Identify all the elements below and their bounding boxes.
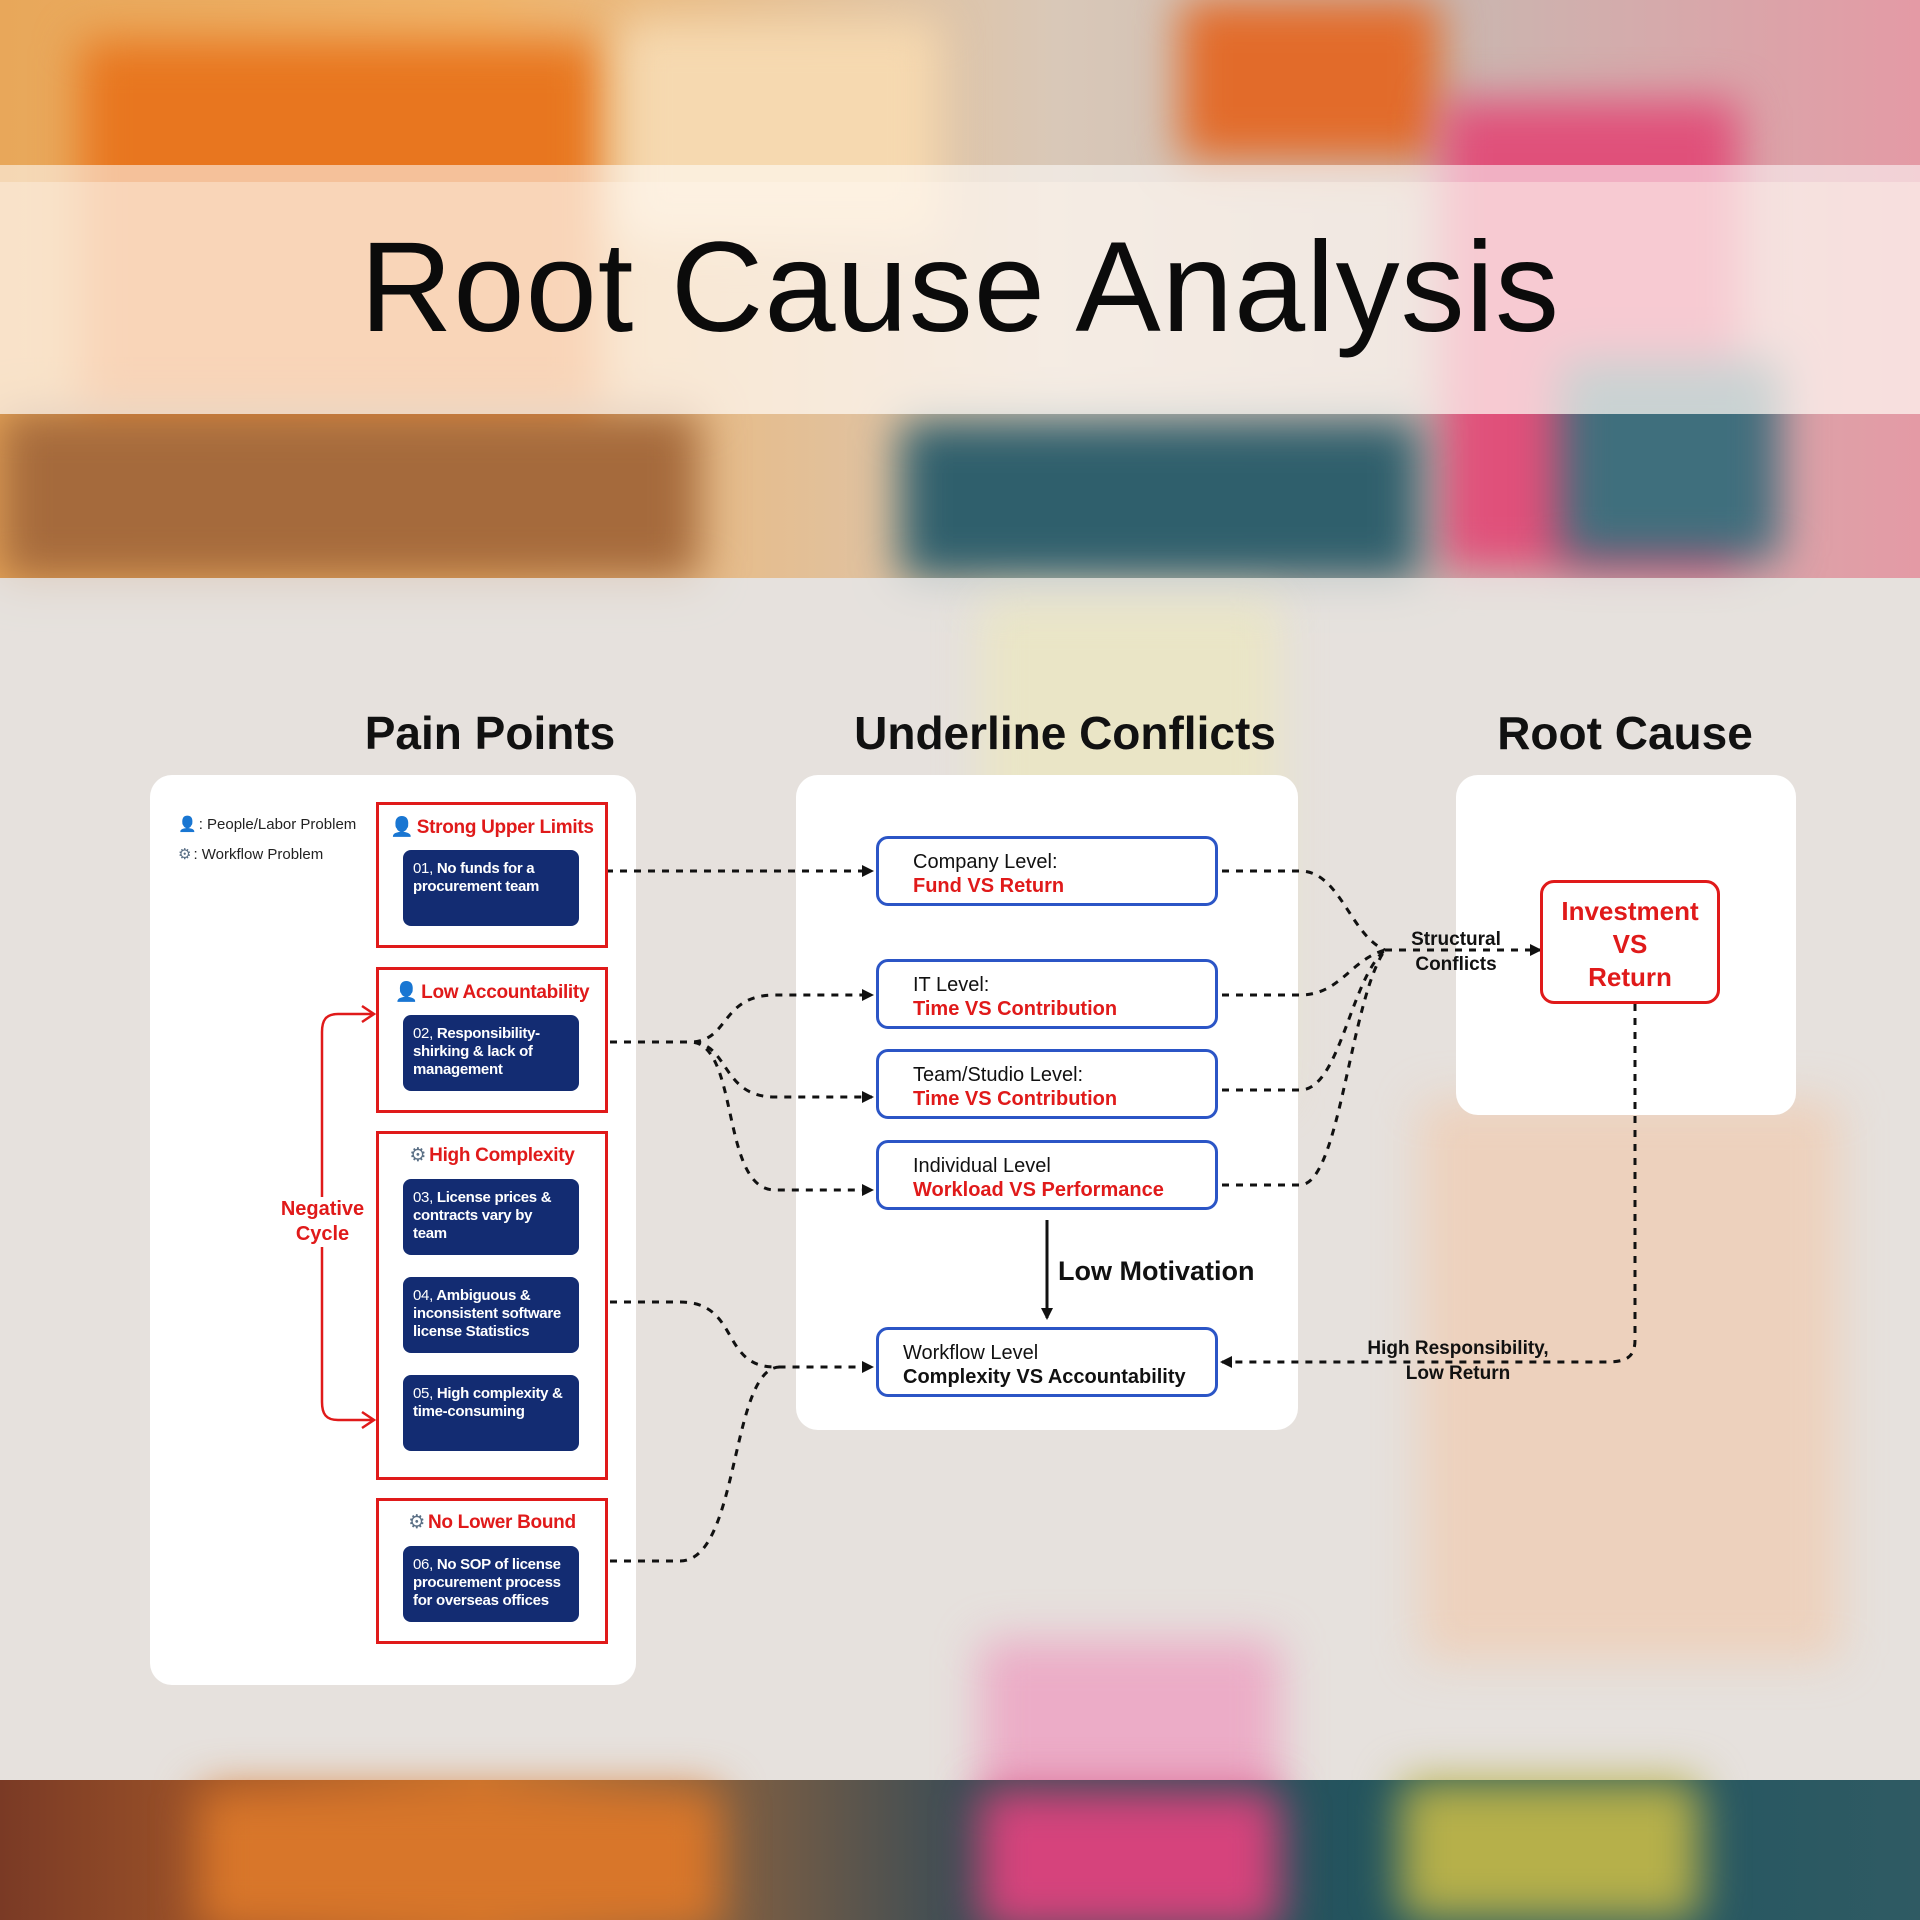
pain-card-text: No SOP of license procurement process fo…: [413, 1556, 561, 1609]
conflict-level-label: Team/Studio Level:: [913, 1064, 1084, 1086]
conflict-tension-label: Workload VS Performance: [913, 1179, 1164, 1201]
pain-group-title-text: High Complexity: [429, 1145, 575, 1166]
pain-card-number: 03,: [413, 1189, 433, 1206]
high-resp-line-2: Low Return: [1405, 1363, 1511, 1384]
edge-team-structural: [1222, 948, 1386, 1092]
heading-root-cause: Root Cause: [1497, 707, 1753, 759]
gear-icon: ⚙: [408, 1512, 425, 1533]
edge-pp4-workflow: [610, 1300, 874, 1373]
pain-card-text: No funds for a procurement team: [413, 860, 540, 895]
conflict-it-level: IT Level: Time VS Contribution: [876, 959, 1218, 1029]
pain-card-number: 04,: [413, 1287, 433, 1304]
pain-group-title-text: Low Accountability: [421, 982, 590, 1003]
pain-card-number: 06,: [413, 1556, 433, 1573]
structural-label-line-2: Conflicts: [1415, 954, 1497, 975]
root-cause-line-2: VS: [1612, 929, 1648, 959]
conflict-tension-label: Time VS Contribution: [913, 998, 1118, 1020]
pain-group-title: ⚙High Complexity: [379, 1144, 605, 1167]
person-icon: 👤: [178, 816, 197, 833]
pain-card-number: 05,: [413, 1385, 433, 1402]
pain-card-05: 05, High complexity & time-consuming: [403, 1375, 579, 1451]
pain-group-title-text: Strong Upper Limits: [416, 817, 594, 838]
negative-cycle-arrow-top: [361, 1004, 377, 1024]
heading-underline-conflicts: Underline Conflicts: [854, 707, 1276, 759]
heading-pain-points: Pain Points: [364, 707, 616, 759]
low-motivation-label: Low Motivation: [1058, 1256, 1255, 1286]
pain-card-text: License prices & contracts vary by team: [413, 1189, 552, 1242]
pain-card-01: 01, No funds for a procurement team: [403, 850, 579, 926]
negative-cycle-arrow-bottom: [361, 1410, 377, 1430]
structural-conflicts-label: Structural Conflicts: [1386, 927, 1526, 977]
pain-card-06: 06, No SOP of license procurement proces…: [403, 1546, 579, 1622]
negative-cycle-label: Negative Cycle: [270, 1197, 375, 1247]
edge-pp2-individual: [610, 1040, 874, 1196]
gear-icon: ⚙: [409, 1145, 427, 1166]
pain-card-02: 02, Responsibility-shirking & lack of ma…: [403, 1015, 579, 1091]
legend-workflow-label: : Workflow Problem: [193, 846, 324, 863]
pain-card-text: High complexity & time-consuming: [413, 1385, 563, 1420]
root-cause-box: Investment VS Return: [1540, 880, 1720, 1004]
structural-label-line-1: Structural: [1411, 929, 1501, 950]
edge-pp2-it: [610, 989, 874, 1044]
legend-people-label: : People/Labor Problem: [198, 816, 357, 833]
person-icon: 👤: [390, 817, 414, 838]
root-cause-line-3: Return: [1588, 962, 1672, 992]
pain-group-title: ⚙No Lower Bound: [379, 1511, 605, 1534]
high-resp-line-1: High Responsibility,: [1367, 1338, 1549, 1359]
conflict-tension-label: Fund VS Return: [913, 875, 1065, 897]
high-responsibility-label: High Responsibility, Low Return: [1342, 1336, 1574, 1386]
pain-group-high-complexity: ⚙High Complexity 03, License prices & co…: [376, 1131, 608, 1480]
conflict-company-level: Company Level: Fund VS Return: [876, 836, 1218, 906]
gear-icon: ⚙: [178, 846, 192, 863]
pain-group-low-accountability: 👤Low Accountability 02, Responsibility-s…: [376, 967, 608, 1113]
conflict-individual-level: Individual Level Workload VS Performance: [876, 1140, 1218, 1210]
conflict-level-label: IT Level:: [913, 974, 990, 996]
conflict-tension-label: Complexity VS Accountability: [903, 1366, 1186, 1388]
conflict-workflow-level: Workflow Level Complexity VS Accountabil…: [876, 1327, 1218, 1397]
person-icon: 👤: [394, 982, 419, 1003]
pain-group-title: 👤Low Accountability: [379, 980, 605, 1004]
conflict-level-label: Company Level:: [913, 851, 1058, 873]
page-title: Root Cause Analysis: [359, 216, 1561, 359]
edge-pp2-team: [610, 1040, 874, 1103]
pain-card-text: Ambiguous & inconsistent software licens…: [413, 1287, 561, 1340]
pain-card-number: 01,: [413, 860, 433, 877]
edge-individual-structural: [1222, 949, 1387, 1187]
pain-card-04: 04, Ambiguous & inconsistent software li…: [403, 1277, 579, 1353]
pain-group-strong-upper-limits: 👤Strong Upper Limits 01, No funds for a …: [376, 802, 608, 948]
conflict-team-level: Team/Studio Level: Time VS Contribution: [876, 1049, 1218, 1119]
pain-card-number: 02,: [413, 1025, 433, 1042]
legend-people: 👤: People/Labor Problem: [178, 815, 356, 833]
conflict-level-label: Workflow Level: [903, 1342, 1039, 1364]
pain-card-03: 03, License prices & contracts vary by t…: [403, 1179, 579, 1255]
conflict-level-label: Individual Level: [913, 1155, 1051, 1177]
pain-group-no-lower-bound: ⚙No Lower Bound 06, No SOP of license pr…: [376, 1498, 608, 1644]
pain-card-text: Responsibility-shirking & lack of manage…: [413, 1025, 540, 1078]
root-cause-line-1: Investment: [1561, 896, 1699, 926]
conflict-tension-label: Time VS Contribution: [913, 1088, 1118, 1110]
pain-group-title: 👤Strong Upper Limits: [379, 815, 605, 839]
edge-rootcause-workflow: [1220, 1004, 1637, 1368]
edge-company-structural: [1222, 869, 1386, 952]
pain-group-title-text: No Lower Bound: [427, 1512, 576, 1533]
edge-pp6-workflow: [610, 1365, 781, 1563]
legend-workflow: ⚙: Workflow Problem: [178, 845, 323, 863]
